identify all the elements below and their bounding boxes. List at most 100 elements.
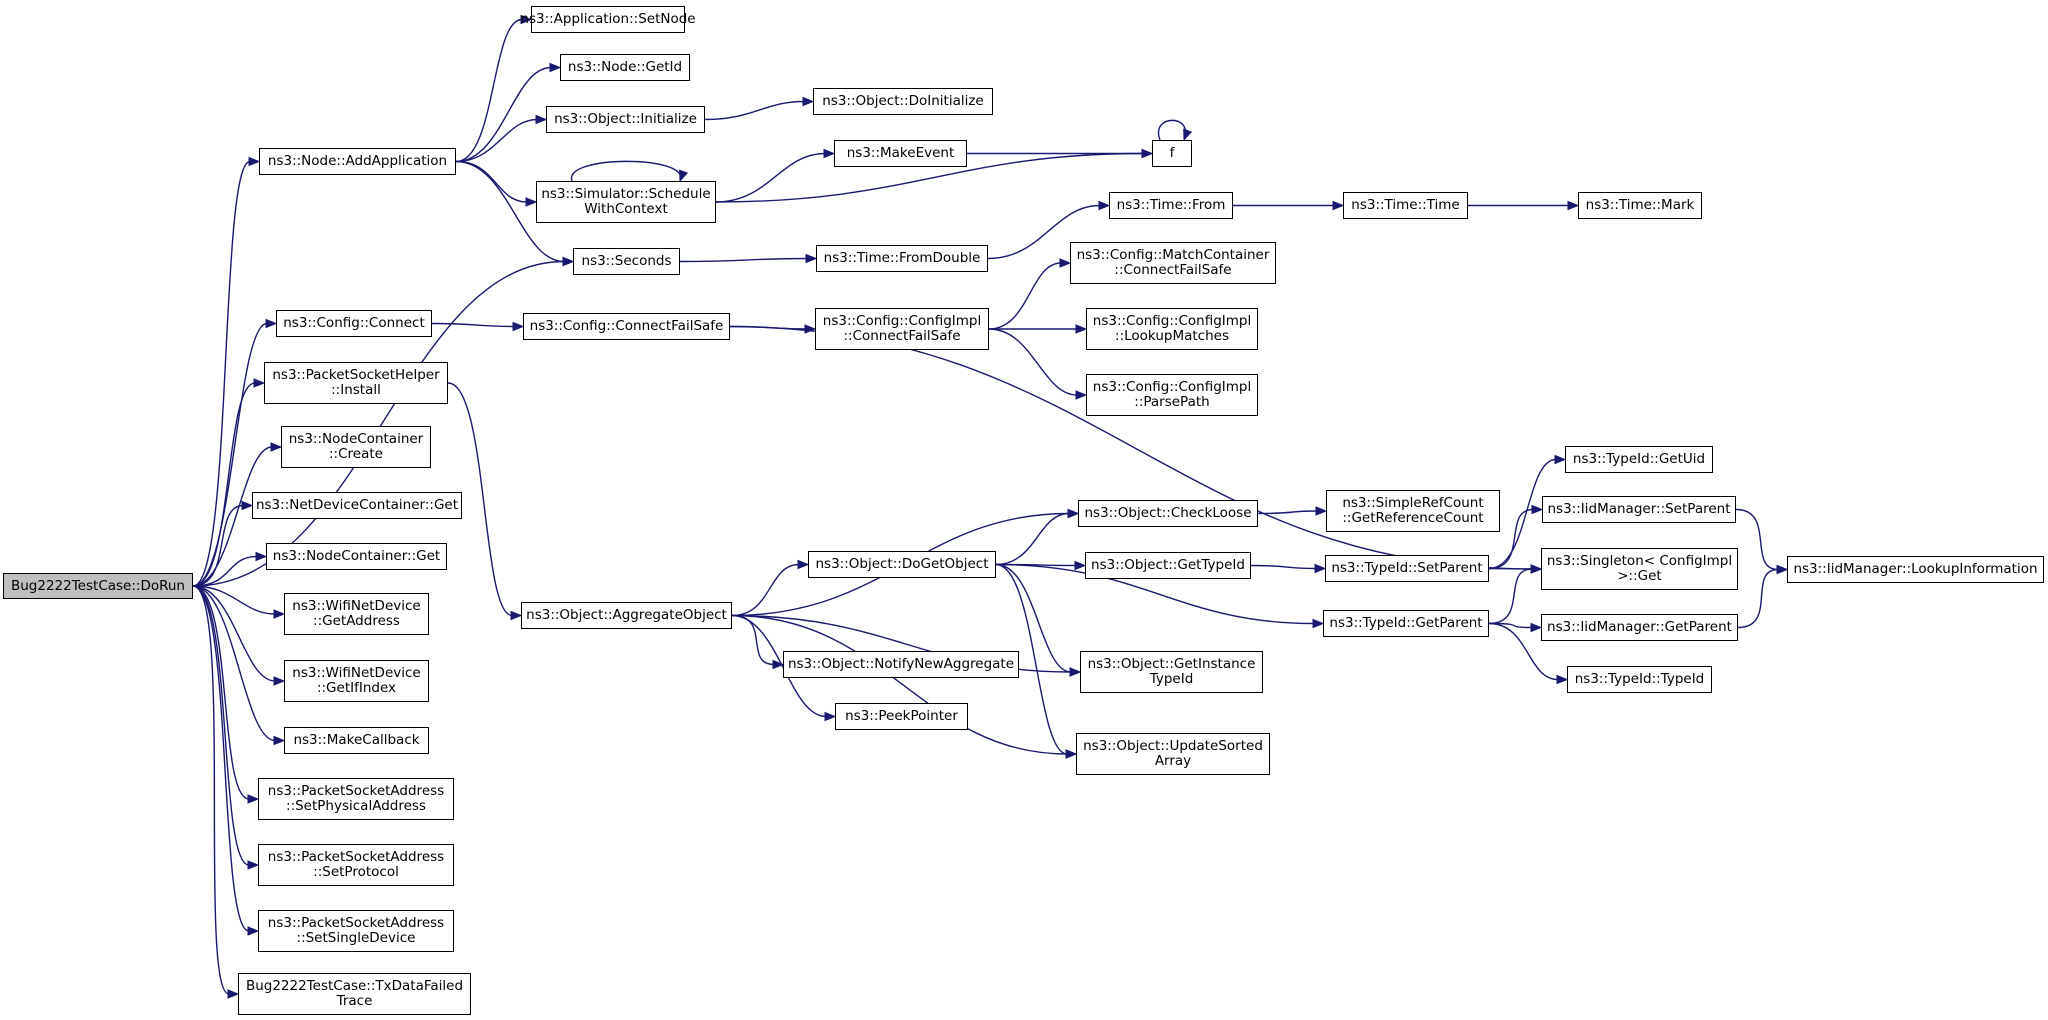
node-psh-install[interactable]: ns3::PacketSocketHelper ::Install bbox=[264, 362, 448, 404]
edge-node-addapp-to-obj-init bbox=[455, 114, 548, 163]
node-cfgimpl-cfs[interactable]: ns3::Config::ConfigImpl ::ConnectFailSaf… bbox=[815, 308, 989, 350]
edge-time-time-to-time-mark bbox=[1467, 200, 1580, 211]
edge-obj-dogetobject-to-obj-checkloose bbox=[995, 508, 1080, 566]
node-cfgimpl-parse[interactable]: ns3::Config::ConfigImpl ::ParsePath bbox=[1086, 374, 1258, 416]
node-time-mark[interactable]: ns3::Time::Mark bbox=[1578, 192, 1702, 219]
edge-time-fromdouble-to-time-from bbox=[987, 200, 1111, 260]
node-peekpointer[interactable]: ns3::PeekPointer bbox=[835, 703, 968, 730]
node-iid-getparent[interactable]: ns3::IidManager::GetParent bbox=[1541, 614, 1738, 641]
edge-iid-setparent-to-iid-lookupinfo bbox=[1735, 508, 1789, 575]
edge-root-to-makecallback bbox=[192, 585, 286, 746]
node-obj-init[interactable]: ns3::Object::Initialize bbox=[546, 106, 705, 133]
edge-root-to-ndc-get bbox=[192, 500, 254, 587]
node-time-fromdouble[interactable]: ns3::Time::FromDouble bbox=[816, 245, 988, 272]
node-nc-get[interactable]: ns3::NodeContainer::Get bbox=[266, 543, 447, 570]
edge-cfgimpl-cfs-to-cfg-matchcont bbox=[988, 258, 1072, 330]
node-obj-doinit[interactable]: ns3::Object::DoInitialize bbox=[813, 88, 993, 115]
node-node-addapp[interactable]: ns3::Node::AddApplication bbox=[259, 148, 456, 175]
node-txdatafailed[interactable]: Bug2222TestCase::TxDataFailed Trace bbox=[238, 973, 471, 1015]
node-simplerefcount[interactable]: ns3::SimpleRefCount ::GetReferenceCount bbox=[1326, 490, 1500, 532]
edge-typeid-setparent-to-iid-setparent bbox=[1488, 504, 1544, 570]
node-obj-aggregate[interactable]: ns3::Object::AggregateObject bbox=[521, 602, 732, 629]
node-obj-dogetobject[interactable]: ns3::Object::DoGetObject bbox=[808, 551, 996, 578]
edge-root-to-psa-setsingle bbox=[192, 585, 260, 936]
node-app-setnode[interactable]: ns3::Application::SetNode bbox=[520, 6, 696, 33]
edge-psh-install-to-obj-aggregate bbox=[447, 382, 523, 621]
edge-root-to-psa-setproto bbox=[192, 585, 260, 870]
node-f[interactable]: f bbox=[1152, 140, 1192, 167]
edge-obj-gettypeid-to-typeid-setparent bbox=[1250, 563, 1327, 574]
edge-root-to-nc-get bbox=[192, 551, 268, 587]
edge-obj-dogetobject-to-obj-getinst bbox=[995, 563, 1082, 677]
edge-cfg-connect-to-cfg-cfs bbox=[431, 321, 525, 332]
edge-root-to-node-addapp bbox=[192, 156, 261, 587]
node-ndc-get[interactable]: ns3::NetDeviceContainer::Get bbox=[252, 492, 462, 519]
node-obj-getinst[interactable]: ns3::Object::GetInstance TypeId bbox=[1080, 651, 1263, 693]
edge-obj-aggregate-to-obj-notify bbox=[731, 614, 785, 670]
node-typeid-typeid[interactable]: ns3::TypeId::TypeId bbox=[1567, 666, 1712, 693]
node-seconds[interactable]: ns3::Seconds bbox=[573, 248, 680, 275]
edge-root-to-cfg-connect bbox=[192, 318, 278, 587]
node-node-getid[interactable]: ns3::Node::GetId bbox=[560, 54, 690, 81]
edge-node-addapp-to-node-getid bbox=[455, 62, 562, 163]
edge-root-to-wnd-getaddr bbox=[192, 585, 286, 619]
edge-obj-aggregate-to-peekpointer bbox=[731, 614, 837, 722]
node-iid-setparent[interactable]: ns3::IidManager::SetParent bbox=[1542, 496, 1736, 523]
node-time-time[interactable]: ns3::Time::Time bbox=[1343, 192, 1468, 219]
edge-sim-schedule-to-makeevent bbox=[715, 148, 836, 203]
node-nc-create[interactable]: ns3::NodeContainer ::Create bbox=[281, 426, 431, 468]
edge-node-addapp-to-seconds bbox=[455, 160, 575, 267]
node-wnd-getif[interactable]: ns3::WifiNetDevice ::GetIfIndex bbox=[284, 660, 429, 702]
edge-typeid-getparent-to-iid-getparent bbox=[1488, 622, 1543, 633]
edge-root-to-nc-create bbox=[192, 442, 283, 587]
edge-cfgimpl-cfs-to-cfgimpl-parse bbox=[988, 328, 1088, 400]
edge-typeid-setparent-to-typeid-getuid bbox=[1488, 454, 1567, 570]
edge-iid-getparent-to-iid-lookupinfo bbox=[1737, 564, 1789, 629]
node-wnd-getaddr[interactable]: ns3::WifiNetDevice ::GetAddress bbox=[284, 593, 429, 635]
edge-seconds-to-time-fromdouble bbox=[679, 253, 818, 264]
edge-root-to-wnd-getif bbox=[192, 585, 286, 686]
edge-f-to-f bbox=[1157, 119, 1193, 142]
edge-obj-init-to-obj-doinit bbox=[704, 96, 815, 121]
node-sim-schedule[interactable]: ns3::Simulator::Schedule WithContext bbox=[536, 181, 716, 223]
edge-typeid-getparent-to-singleton-get bbox=[1488, 564, 1543, 625]
node-makecallback[interactable]: ns3::MakeCallback bbox=[284, 727, 429, 754]
node-typeid-setparent[interactable]: ns3::TypeId::SetParent bbox=[1325, 555, 1489, 582]
node-psa-setphys[interactable]: ns3::PacketSocketAddress ::SetPhysicalAd… bbox=[258, 778, 454, 820]
node-time-from[interactable]: ns3::Time::From bbox=[1109, 192, 1233, 219]
node-cfgimpl-lookup[interactable]: ns3::Config::ConfigImpl ::LookupMatches bbox=[1086, 308, 1258, 350]
edge-root-to-psa-setphys bbox=[192, 585, 260, 804]
edge-sim-schedule-to-sim-schedule bbox=[571, 160, 689, 183]
node-typeid-getuid[interactable]: ns3::TypeId::GetUid bbox=[1565, 446, 1713, 473]
edge-node-addapp-to-app-setnode bbox=[455, 14, 533, 163]
edge-cfg-cfs-to-singleton-get bbox=[729, 325, 1543, 574]
node-root: Bug2222TestCase::DoRun bbox=[3, 573, 193, 599]
edge-root-to-psh-install bbox=[192, 378, 266, 587]
node-typeid-getparent[interactable]: ns3::TypeId::GetParent bbox=[1323, 610, 1489, 637]
edge-node-addapp-to-sim-schedule bbox=[455, 160, 538, 207]
node-obj-updsorted[interactable]: ns3::Object::UpdateSorted Array bbox=[1076, 733, 1270, 775]
edge-obj-checkloose-to-simplerefcount bbox=[1257, 506, 1328, 516]
edge-cfgimpl-cfs-to-cfgimpl-lookup bbox=[989, 324, 1088, 334]
node-obj-checkloose[interactable]: ns3::Object::CheckLoose bbox=[1078, 500, 1258, 527]
node-singleton-get[interactable]: ns3::Singleton< ConfigImpl >::Get bbox=[1541, 548, 1738, 590]
edge-root-to-seconds bbox=[192, 256, 575, 587]
node-obj-gettypeid[interactable]: ns3::Object::GetTypeId bbox=[1085, 552, 1251, 579]
node-cfg-cfs[interactable]: ns3::Config::ConnectFailSafe bbox=[523, 313, 730, 340]
edge-obj-dogetobject-to-typeid-getparent bbox=[995, 563, 1325, 629]
node-obj-notify[interactable]: ns3::Object::NotifyNewAggregate bbox=[783, 651, 1019, 678]
node-iid-lookupinfo[interactable]: ns3::IidManager::LookupInformation bbox=[1787, 556, 2044, 583]
node-psa-setproto[interactable]: ns3::PacketSocketAddress ::SetProtocol bbox=[258, 844, 454, 886]
node-cfg-matchcont[interactable]: ns3::Config::MatchContainer ::ConnectFai… bbox=[1070, 242, 1276, 284]
edge-obj-aggregate-to-obj-dogetobject bbox=[731, 559, 810, 617]
edge-root-to-txdatafailed bbox=[192, 585, 240, 999]
edge-typeid-getparent-to-typeid-typeid bbox=[1488, 622, 1569, 685]
edge-makeevent-to-f bbox=[966, 148, 1154, 159]
node-psa-setsingle[interactable]: ns3::PacketSocketAddress ::SetSingleDevi… bbox=[258, 910, 454, 952]
edge-time-from-to-time-time bbox=[1232, 200, 1345, 211]
edge-obj-aggregate-to-obj-updsorted bbox=[731, 614, 1078, 759]
node-makeevent[interactable]: ns3::MakeEvent bbox=[834, 140, 967, 167]
node-cfg-connect[interactable]: ns3::Config::Connect bbox=[276, 310, 432, 337]
